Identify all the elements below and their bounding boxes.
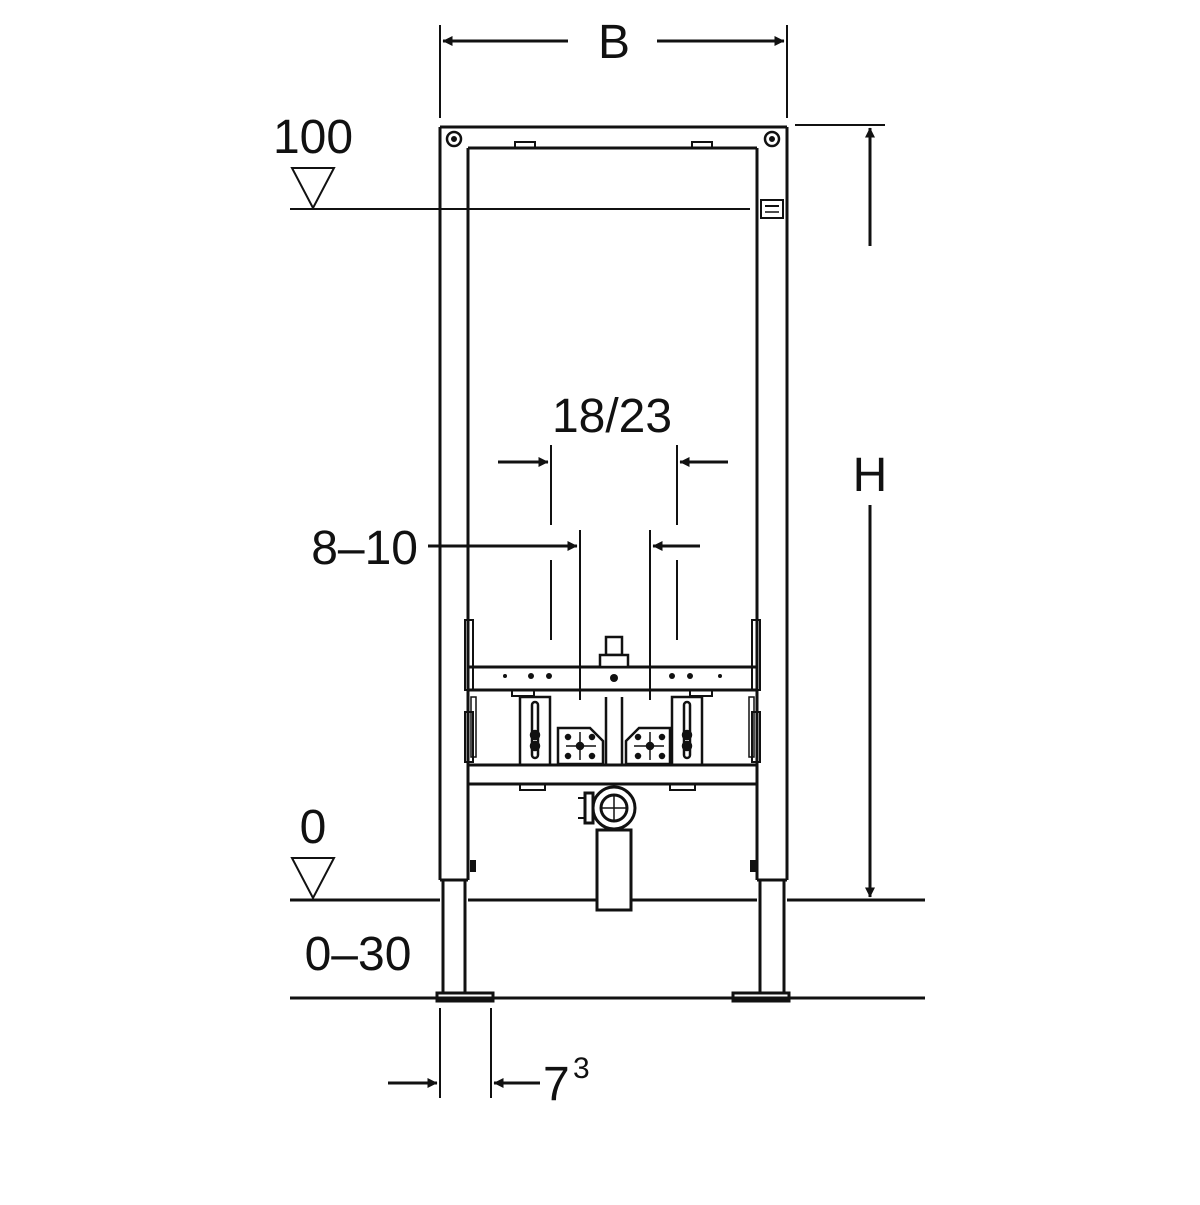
left-mounting-plate [556,726,605,766]
dimensions [388,25,885,1098]
level-floor-label: 0 [300,801,327,854]
floor-lines [290,898,925,1000]
level-0-triangle [290,857,336,901]
foot-offset-label: 7 [543,1058,570,1111]
level-100-triangle [290,167,336,211]
supply-connector [598,635,630,765]
spacing-inner-label: 8–10 [311,522,418,575]
foot-offset-superscript: 3 [573,1052,590,1085]
width-label: B [598,16,630,69]
drain-pipe [578,785,637,912]
level-lines [290,167,750,901]
spacing-outer-label: 18/23 [552,390,672,443]
level-top-label: 100 [273,111,353,164]
height-label: H [853,449,888,502]
rail-holes [503,673,722,682]
floor-range-label: 0–30 [305,928,412,981]
left-slot-bracket [518,695,552,767]
corner-screws [445,130,781,148]
right-mounting-plate [624,726,672,766]
level-plate [760,199,784,219]
right-slot-bracket [670,695,704,767]
post-bolts [470,860,756,872]
